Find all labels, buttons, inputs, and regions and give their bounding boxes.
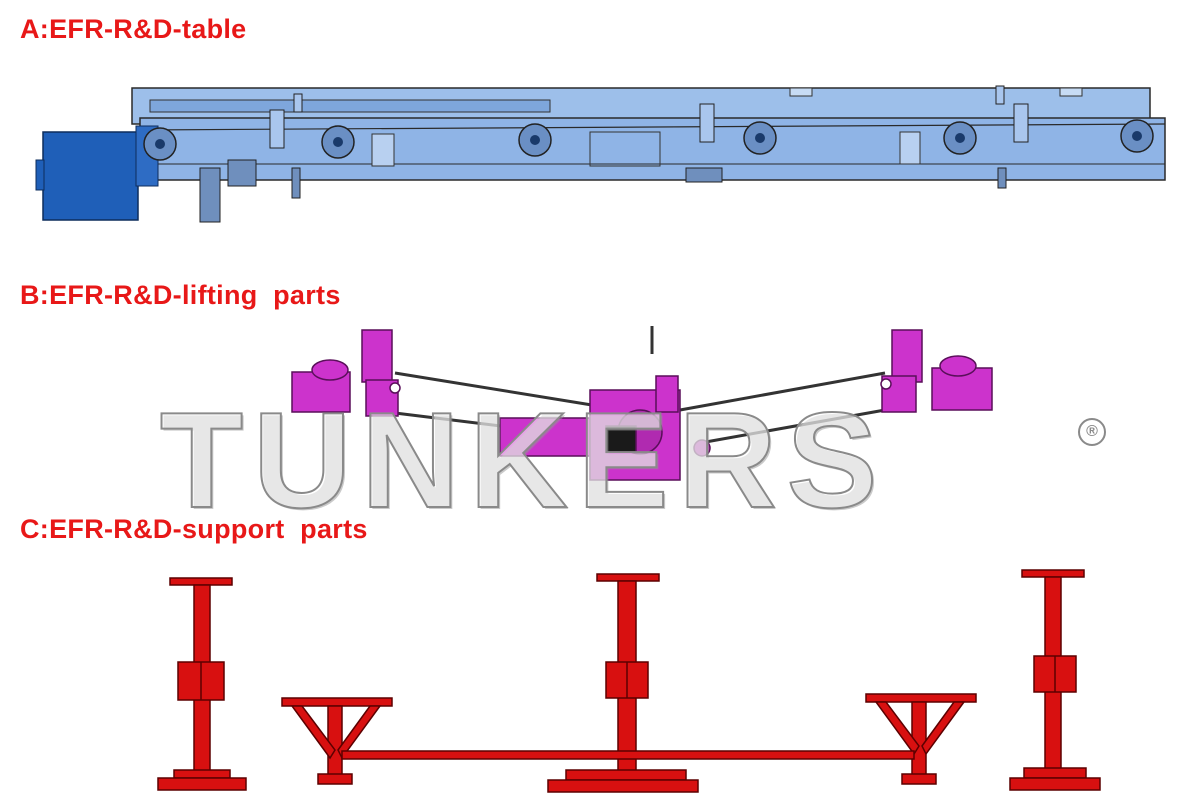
section-b-title: B:EFR-R&D-lifting parts (20, 280, 341, 310)
support-parts-drawing (157, 569, 1101, 793)
beam-brackets (269, 85, 1029, 149)
section-c-title: C:EFR-R&D-support parts (20, 514, 368, 544)
roller-hubs (155, 131, 1142, 149)
registered-trademark-icon: ® (1078, 418, 1106, 446)
table-legs (199, 159, 1007, 223)
drive-motor-box (35, 125, 159, 221)
section-a-title: A:EFR-R&D-table (20, 14, 247, 44)
right-lifting-unit (880, 329, 993, 413)
efr-table-drawing (35, 85, 1166, 223)
horizontal-tie-bar (341, 750, 915, 760)
central-gear-motor (499, 326, 711, 481)
tunkers-watermark: TUNKERS (159, 384, 888, 536)
right-support-column (1009, 569, 1101, 791)
center-support-column (547, 573, 699, 793)
lifting-parts-drawing (291, 326, 993, 481)
left-lifting-unit (291, 329, 401, 417)
right-trestle-stand (865, 693, 977, 785)
left-trestle-stand (281, 697, 393, 785)
left-support-column (157, 577, 247, 791)
